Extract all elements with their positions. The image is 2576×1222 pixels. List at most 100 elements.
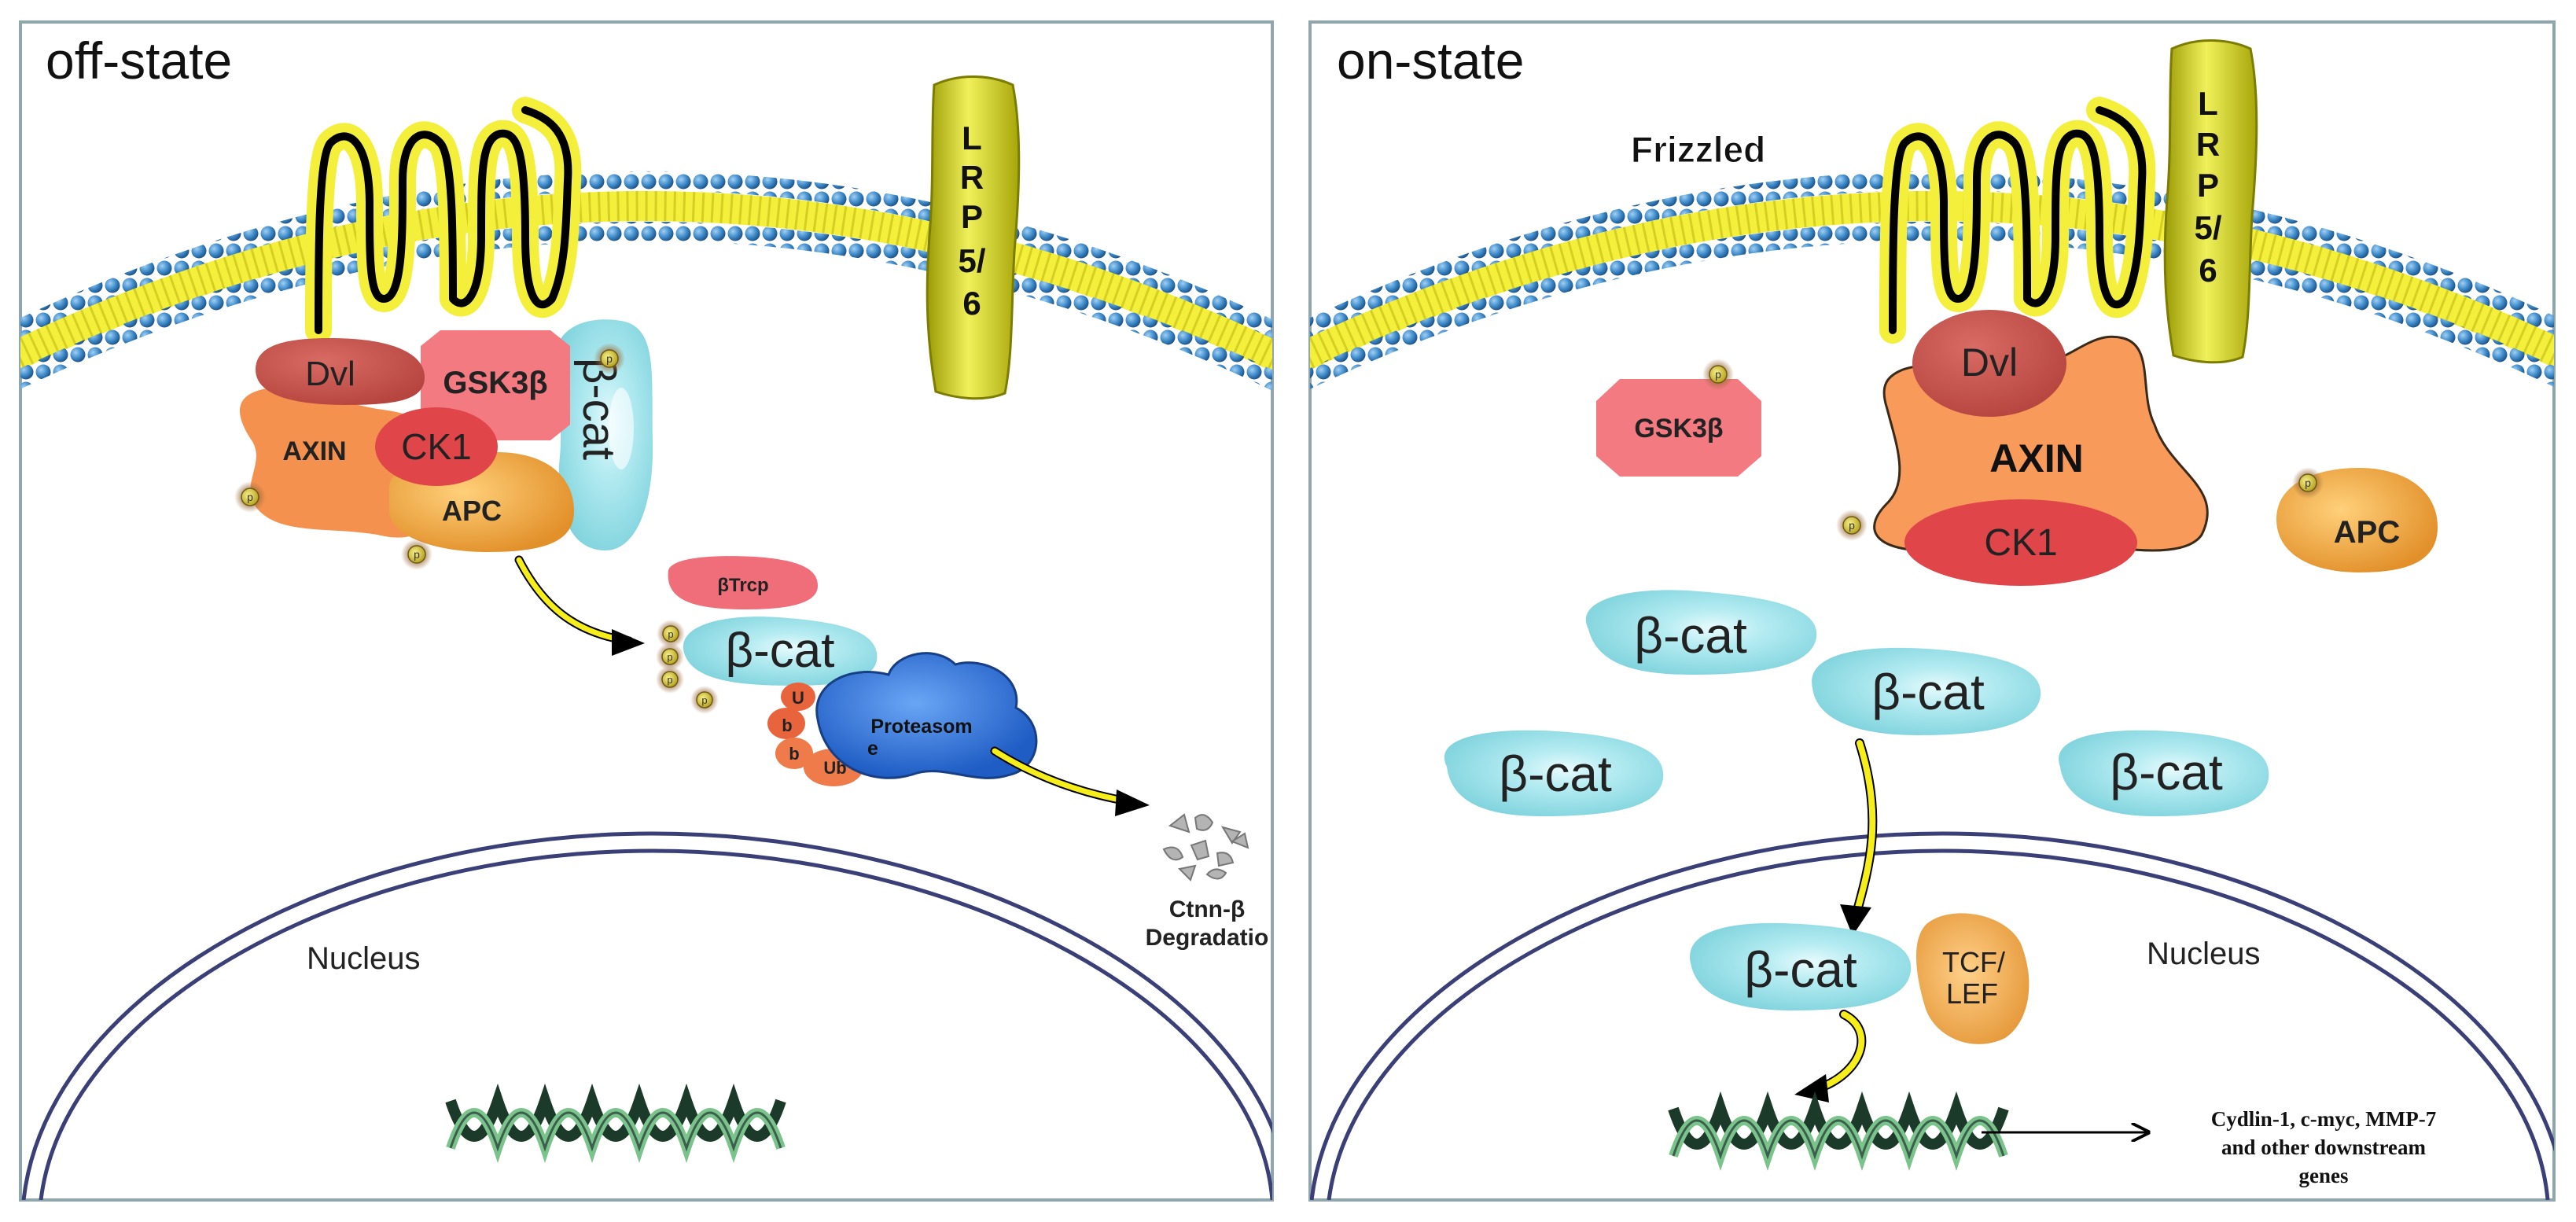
off-dna-helix-icon xyxy=(445,1083,786,1163)
phospho-icon: p xyxy=(690,686,719,714)
off-phospho-group: p p p xyxy=(234,343,625,570)
on-genes-label-3: genes xyxy=(2299,1164,2349,1187)
svg-text:p: p xyxy=(668,628,673,640)
off-bcat-label: β-cat xyxy=(725,624,834,678)
phospho-icon: p xyxy=(656,642,684,671)
off-arrow-to-proteasome xyxy=(514,555,645,656)
on-arrow-to-dna xyxy=(1794,1010,1867,1102)
off-state-title: off-state xyxy=(46,31,232,90)
on-lrp-letter-r: R xyxy=(2196,126,2220,163)
off-degradation-fragments xyxy=(1162,813,1249,882)
off-proteasome: Proteasom e xyxy=(815,652,1038,779)
on-lrp-receptor: L R P 5/ 6 xyxy=(2163,39,2258,364)
on-nucleus-envelope xyxy=(1310,831,2554,1200)
on-tcf-label-2: LEF xyxy=(1946,977,1998,1010)
svg-text:p: p xyxy=(701,694,707,706)
on-apc-label: APC xyxy=(2334,515,2400,550)
phospho-icon: p xyxy=(401,539,432,570)
off-bcat-vertical-label: β-cat xyxy=(573,358,624,460)
on-bcat-free-4: β-cat xyxy=(2059,730,2269,816)
on-frizzled-label: Frizzled xyxy=(1631,129,1765,170)
off-lrp-label-5: 5/ xyxy=(958,242,985,279)
svg-text:p: p xyxy=(606,352,613,365)
on-bcat-1-label: β-cat xyxy=(1634,607,1747,664)
off-proteasome-label-2: e xyxy=(867,738,878,760)
off-lrp-letter-l: L xyxy=(962,120,982,156)
phospho-icon: p xyxy=(1836,510,1868,541)
phospho-icon: p xyxy=(234,481,266,513)
off-apc-label: APC xyxy=(442,495,502,527)
on-bcat-free-3: β-cat xyxy=(1444,730,1664,816)
phospho-icon: p xyxy=(2292,467,2324,499)
off-nucleus-envelope xyxy=(21,831,1272,1200)
phospho-icon: p xyxy=(656,665,684,694)
svg-text:p: p xyxy=(2305,477,2311,489)
svg-text:p: p xyxy=(667,651,672,663)
off-bcat-vertical: β-cat xyxy=(554,319,653,550)
svg-text:p: p xyxy=(247,491,253,503)
on-gsk3b-label: GSK3β xyxy=(1634,414,1723,444)
on-axin-label: AXIN xyxy=(1989,436,2083,480)
off-bcat-phospho-cluster: p p p p xyxy=(656,620,719,714)
off-bcat-phosphorylated: β-cat xyxy=(683,617,878,686)
off-lrp-label-6: 6 xyxy=(962,285,981,322)
off-axin-label: AXIN xyxy=(282,436,346,466)
off-ck1-label: CK1 xyxy=(401,426,471,467)
off-lrp-letter-p: P xyxy=(961,198,983,235)
on-state-title: on-state xyxy=(1337,31,1524,90)
off-ub-letter-b2: b xyxy=(789,744,799,764)
on-bcat-2-label: β-cat xyxy=(1871,664,1985,720)
on-bcat-4-label: β-cat xyxy=(2110,744,2223,801)
phospho-icon: p xyxy=(657,620,685,648)
off-destruction-complex: β-cat GSK3β AXIN Dvl APC xyxy=(240,319,653,552)
off-btrcp: βTrcp xyxy=(668,556,818,609)
on-ck1-label: CK1 xyxy=(1984,522,2057,564)
on-nucleus-label: Nucleus xyxy=(2147,937,2261,971)
on-lrp-letter-l: L xyxy=(2198,85,2218,122)
off-proteasome-label-1: Proteasom xyxy=(870,716,972,738)
on-gsk3b: GSK3β xyxy=(1596,379,1761,477)
off-arrow-to-degradation xyxy=(990,746,1150,816)
off-lrp-receptor: L R P 5/ 6 xyxy=(926,75,1021,400)
on-bcat-free-2: β-cat xyxy=(1812,647,2041,735)
on-dvl: Dvl xyxy=(1912,310,2066,417)
on-bcat-nuclear: β-cat xyxy=(1690,922,1912,1010)
off-degradation-label-2: Degradatio xyxy=(1146,925,1269,951)
on-bcat-3-label: β-cat xyxy=(1499,745,1612,802)
svg-text:p: p xyxy=(667,674,672,686)
off-dvl-label: Dvl xyxy=(305,355,355,393)
on-lrp-label-6: 6 xyxy=(2199,252,2217,289)
on-bcat-nuclear-label: β-cat xyxy=(1744,941,1857,998)
on-dna-helix-icon xyxy=(1668,1091,2009,1171)
off-ck1: CK1 xyxy=(375,407,498,486)
on-genes-label-1: Cydlin-1, c-myc, MMP-7 xyxy=(2211,1107,2436,1131)
on-lrp-label-5: 5/ xyxy=(2194,209,2221,246)
off-ub-letter-u: U xyxy=(792,688,804,708)
on-tcf-label-1: TCF/ xyxy=(1942,946,2005,978)
phospho-icon: p xyxy=(594,343,625,374)
off-cell-membrane xyxy=(20,171,1272,391)
svg-text:p: p xyxy=(1849,519,1855,532)
on-genes-label-2: and other downstream xyxy=(2221,1136,2427,1159)
svg-text:p: p xyxy=(1715,368,1721,381)
off-lrp-letter-r: R xyxy=(960,159,984,196)
off-degradation-label-1: Ctnn-β xyxy=(1169,896,1246,922)
on-bcat-free-1: β-cat xyxy=(1585,590,1817,675)
on-ck1: CK1 xyxy=(1904,499,2137,586)
off-dvl: Dvl xyxy=(256,338,425,405)
off-nucleus-label: Nucleus xyxy=(307,941,421,976)
off-frizzled-receptor xyxy=(305,97,582,344)
phospho-icon: p xyxy=(1702,359,1734,390)
svg-text:p: p xyxy=(414,548,420,561)
on-frizzled-receptor xyxy=(1879,97,2156,344)
on-phospho-group: p p p xyxy=(1702,359,2324,541)
on-tcf-lef: TCF/ LEF xyxy=(1915,913,2030,1044)
off-ub-letter-b1: b xyxy=(782,716,792,735)
on-state-panel: on-state Frizzled L R P 5/ 6 AXIN Dvl xyxy=(1308,20,2556,1202)
off-gsk3b-label: GSK3β xyxy=(443,366,547,400)
off-btrcp-label: βTrcp xyxy=(717,575,768,596)
off-state-panel: off-state L R P 5/ 6 β-cat G xyxy=(19,20,1274,1202)
on-arrow-into-nucleus xyxy=(1840,738,1878,936)
on-lrp-letter-p: P xyxy=(2197,167,2219,204)
